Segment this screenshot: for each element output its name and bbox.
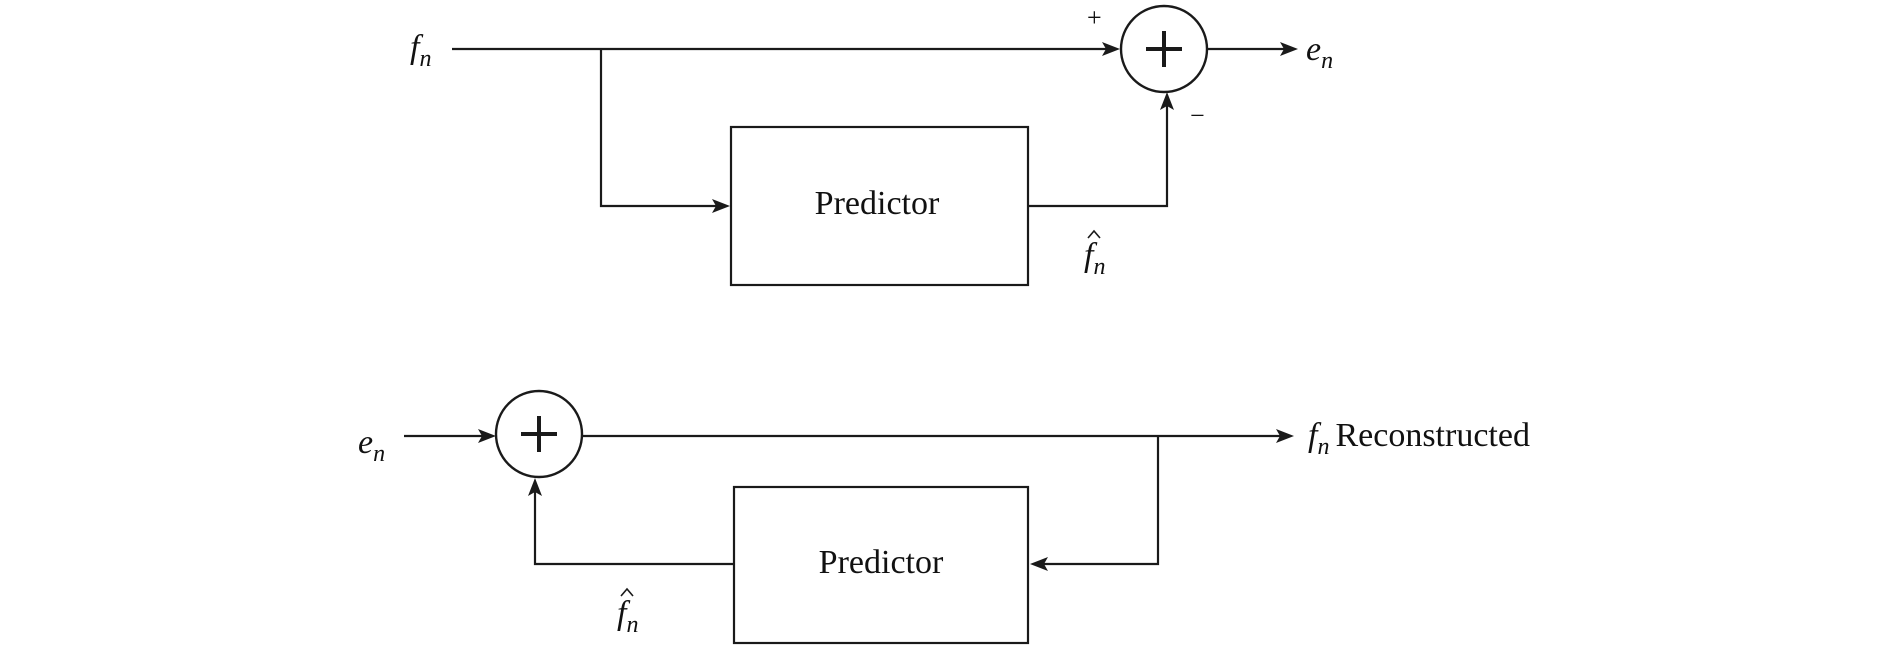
plus-icon: [1146, 31, 1182, 67]
hat-icon: [1087, 229, 1101, 239]
hat-icon: [620, 587, 634, 597]
svg-text:fn: fn: [617, 595, 638, 638]
encoder-branch-line: [599, 49, 718, 208]
encoder-input-label: fn: [410, 29, 431, 72]
encoder-predictor-label: Predictor: [815, 185, 940, 222]
encoder-output-label: en: [1306, 31, 1333, 74]
decoder-output-arrowhead: [1276, 429, 1294, 443]
encoder: fn Predictor fn + − en: [410, 3, 1333, 287]
encoder-prediction-label: fn: [1084, 229, 1105, 280]
decoder-feedback-line: [533, 490, 734, 566]
plus-icon: [521, 416, 557, 452]
encoder-input-arrowhead: [1102, 42, 1120, 56]
decoder-branch-arrowhead: [1030, 557, 1048, 571]
encoder-predictor-box: [729, 125, 1030, 287]
decoder-feedback-arrowhead: [528, 478, 542, 496]
decoder-predictor-box: [732, 485, 1030, 645]
decoder-input-label: en: [358, 424, 385, 467]
decoder-branch-line: [1042, 436, 1160, 566]
encoder-feedback-line: [1028, 104, 1169, 208]
svg-text:fn: fn: [1084, 237, 1105, 280]
decoder-prediction-label: fn: [617, 587, 638, 638]
encoder-branch-arrowhead: [712, 199, 730, 213]
encoder-minus-sign: −: [1190, 101, 1205, 130]
encoder-feedback-arrowhead: [1160, 92, 1174, 110]
encoder-plus-sign: +: [1087, 3, 1102, 32]
decoder-predictor-label: Predictor: [819, 544, 944, 581]
decoder-input-arrowhead: [478, 429, 496, 443]
encoder-output-arrowhead: [1280, 42, 1298, 56]
